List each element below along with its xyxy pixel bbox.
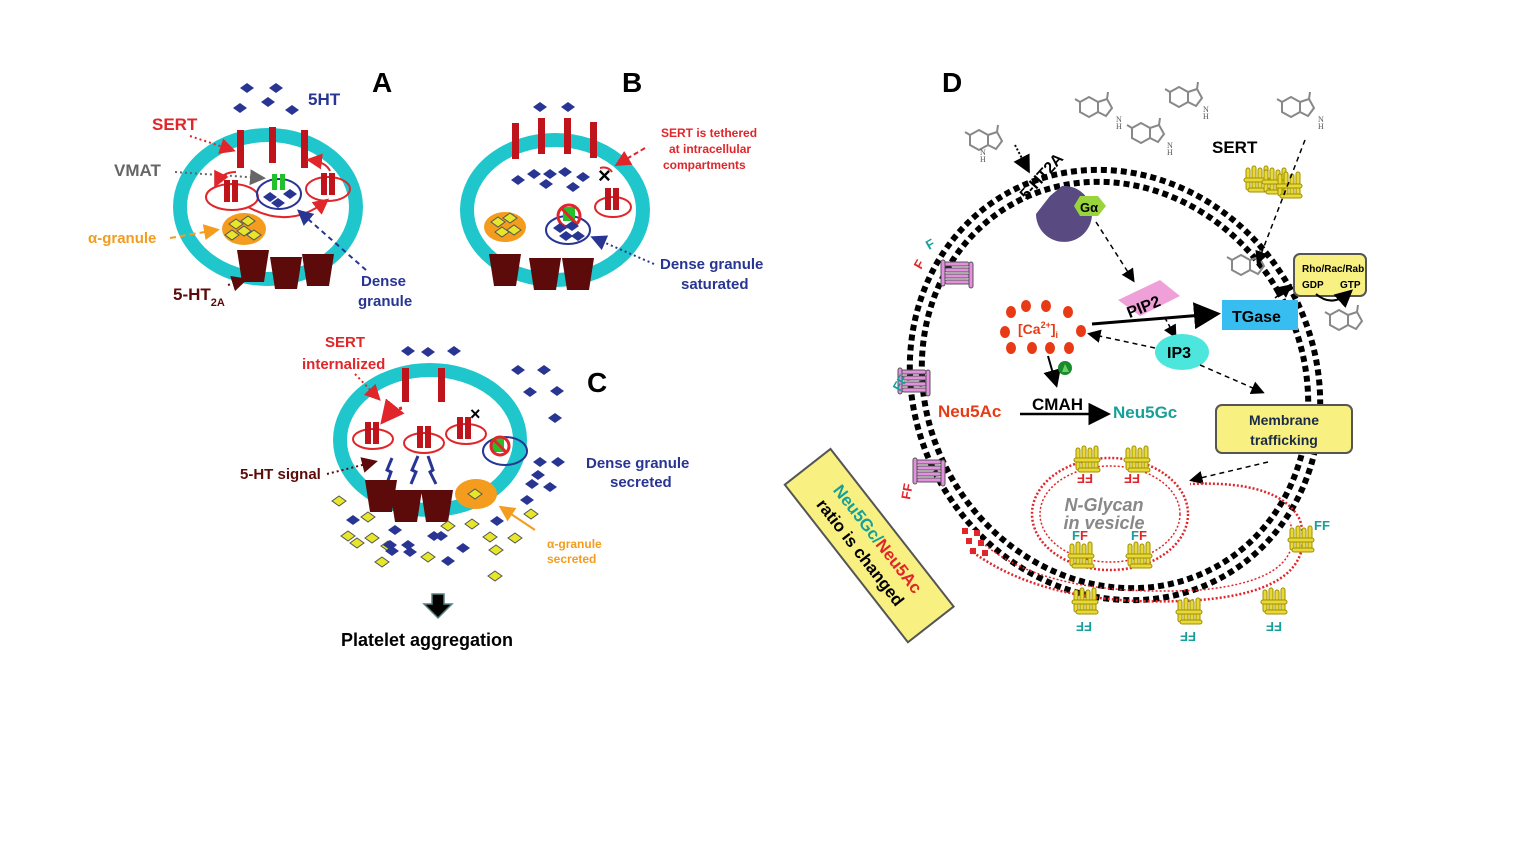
svg-text:F: F bbox=[1080, 528, 1088, 543]
platelet-membrane-a bbox=[173, 128, 363, 286]
svg-text:FF: FF bbox=[890, 372, 911, 393]
serotonin-molecules bbox=[233, 83, 299, 115]
label-sert-a: SERT bbox=[152, 115, 198, 134]
cytoplasmic-serotonin-b bbox=[511, 167, 590, 192]
svg-text:F: F bbox=[1131, 528, 1139, 543]
receptors-5ht2a-b bbox=[489, 254, 594, 290]
label-internalized-1: SERT bbox=[325, 334, 365, 351]
label-gtp: GTP bbox=[1340, 280, 1361, 291]
svg-text:N: N bbox=[1318, 115, 1324, 124]
label-alpha-secreted-1: α-granule bbox=[547, 537, 602, 551]
svg-text:FF: FF bbox=[1124, 471, 1140, 486]
dense-granule-a bbox=[256, 178, 302, 210]
label-nglycan-2: in vesicle bbox=[1063, 513, 1144, 533]
svg-text:FF: FF bbox=[898, 482, 916, 500]
label-5ht2a-a: 5-HT2A bbox=[173, 285, 225, 309]
label-sert-d: SERT bbox=[1212, 138, 1258, 157]
pip2-node bbox=[1118, 280, 1180, 316]
svg-text:FF: FF bbox=[1180, 629, 1196, 644]
panel-a: A 5HT SERT VMAT Dense granule bbox=[88, 67, 412, 310]
svg-text:FF: FF bbox=[1314, 518, 1330, 533]
sert-transporter-d bbox=[1243, 165, 1303, 199]
vmat-transporter bbox=[272, 174, 277, 190]
g-alpha-protein bbox=[1074, 196, 1106, 216]
panel-letter-b: B bbox=[622, 67, 642, 98]
label-internalized-2: internalized bbox=[302, 356, 385, 373]
svg-text:H: H bbox=[1318, 122, 1324, 131]
panel-letter-c: C bbox=[587, 367, 607, 398]
panel-letter-a: A bbox=[372, 67, 392, 98]
label-gdp: GDP bbox=[1302, 280, 1324, 291]
label-ip3: IP3 bbox=[1167, 345, 1191, 362]
label-cmah: CMAH bbox=[1032, 395, 1083, 414]
label-rho-rac-rab: Rho/Rac/Rab bbox=[1302, 264, 1364, 275]
down-arrow-icon bbox=[422, 593, 454, 620]
label-platelet-aggregation: Platelet aggregation bbox=[341, 630, 513, 650]
label-saturated-1: Dense granule bbox=[660, 256, 763, 273]
vesicle-outer bbox=[1030, 456, 1190, 572]
panel-b: B × SERT is tethered at intracellular co… bbox=[460, 67, 763, 293]
svg-text:N: N bbox=[980, 148, 986, 157]
label-neu5ac: Neu5Ac bbox=[938, 402, 1001, 421]
panel-letter-d: D bbox=[942, 67, 962, 98]
svg-text:F: F bbox=[923, 236, 937, 253]
svg-text:FF: FF bbox=[1266, 619, 1282, 634]
panel-d: D NH NH NH NH NH 5-HT2A bbox=[780, 67, 1367, 650]
label-tethered-2: at intracellular bbox=[669, 142, 751, 156]
svg-text:F: F bbox=[1139, 528, 1147, 543]
label-nglycan-1: N-Glycan bbox=[1064, 495, 1143, 515]
receptors-5ht2a-c bbox=[365, 480, 453, 522]
label-saturated-2: saturated bbox=[681, 276, 749, 293]
membrane-red-segment bbox=[962, 528, 988, 556]
label-alpha-granule-a: α-granule bbox=[88, 230, 156, 247]
label-calcium: [Ca2+]i bbox=[1018, 320, 1058, 340]
svg-text:H: H bbox=[980, 155, 986, 164]
label-g-alpha: Gα bbox=[1080, 200, 1098, 215]
sert-surface-b bbox=[512, 118, 597, 159]
svg-text:H: H bbox=[1167, 148, 1173, 157]
label-dense-granule-2: granule bbox=[358, 293, 412, 310]
label-5ht-signal: 5-HT signal bbox=[240, 466, 321, 483]
label-tgase: TGase bbox=[1232, 309, 1281, 326]
membrane-trafficking-box bbox=[1215, 404, 1353, 454]
svg-text:×: × bbox=[470, 404, 481, 424]
label-membrane-1: Membrane bbox=[1249, 412, 1319, 428]
vesicle-inner bbox=[1039, 465, 1181, 563]
trafficking-loop-outer bbox=[969, 482, 1305, 603]
label-dense-secreted-2: secreted bbox=[610, 474, 672, 491]
label-alpha-secreted-2: secreted bbox=[547, 552, 596, 566]
gtpase-box bbox=[1293, 253, 1367, 297]
panel-c: C SERT internalized × 5-HT bbox=[240, 334, 689, 650]
ip3-node bbox=[1155, 334, 1209, 370]
svg-text:N: N bbox=[1167, 141, 1173, 150]
endosome-right-a bbox=[305, 176, 351, 202]
calcium-ions bbox=[1000, 300, 1086, 354]
label-tethered-3: compartments bbox=[663, 158, 746, 172]
tgase-node bbox=[1222, 300, 1298, 330]
svg-text:H: H bbox=[1116, 122, 1122, 131]
label-neu5gc: Neu5Gc bbox=[1113, 403, 1177, 422]
label-dense-secreted-1: Dense granule bbox=[586, 455, 689, 472]
svg-text:FF: FF bbox=[1077, 471, 1093, 486]
label-5ht: 5HT bbox=[308, 90, 341, 109]
sert-surface-a bbox=[237, 127, 308, 168]
svg-text:H: H bbox=[1203, 112, 1209, 121]
svg-text:FF: FF bbox=[1076, 619, 1092, 634]
svg-text:N: N bbox=[1116, 115, 1122, 124]
svg-text:F: F bbox=[1072, 528, 1080, 543]
label-membrane-2: trafficking bbox=[1250, 432, 1318, 448]
svg-text:F: F bbox=[911, 257, 928, 271]
svg-text:N: N bbox=[1203, 105, 1209, 114]
label-tethered-1: SERT is tethered bbox=[661, 126, 757, 140]
signal-arrows-c bbox=[384, 455, 438, 487]
label-dense-granule-1: Dense bbox=[361, 273, 406, 290]
label-vmat: VMAT bbox=[114, 161, 162, 180]
